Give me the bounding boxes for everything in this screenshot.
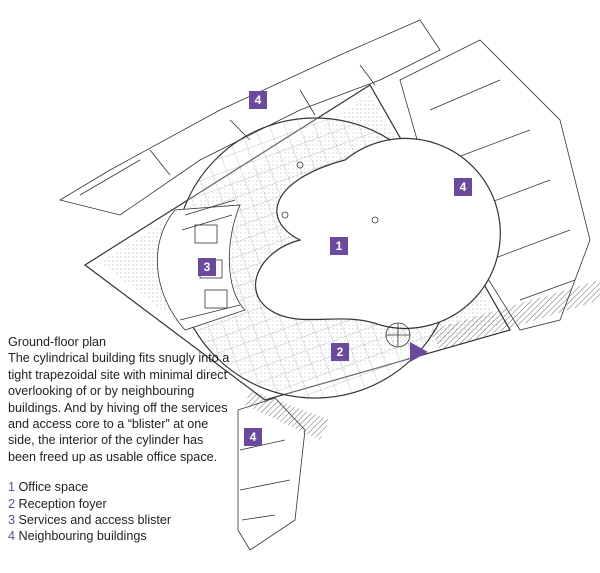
tag-neighbour-east: 4 — [454, 178, 472, 196]
tag-office-space: 1 — [330, 237, 348, 255]
legend-item: 3 Services and access blister — [8, 513, 172, 528]
text-block: Ground-floor plan The cylindrical buildi… — [8, 334, 234, 545]
neighbour-building-south — [237, 397, 306, 551]
entrance-arrow — [410, 342, 428, 362]
tag-reception-foyer: 2 — [331, 343, 349, 361]
caption-body: The cylindrical building fits snugly int… — [8, 351, 230, 464]
legend: 1 Office space 2 Reception foyer 3 Servi… — [8, 479, 234, 545]
legend-item: 1 Office space — [8, 480, 89, 495]
tag-neighbour-south: 4 — [244, 428, 262, 446]
neighbour-building-north — [58, 19, 441, 216]
caption: Ground-floor plan The cylindrical buildi… — [8, 334, 234, 465]
legend-item: 4 Neighbouring buildings — [8, 529, 147, 544]
tag-services-blister: 3 — [198, 258, 216, 276]
office-core — [254, 137, 501, 330]
legend-item: 2 Reception foyer — [8, 496, 107, 511]
caption-title: Ground-floor plan — [8, 335, 107, 349]
tag-neighbour-north: 4 — [249, 91, 267, 109]
